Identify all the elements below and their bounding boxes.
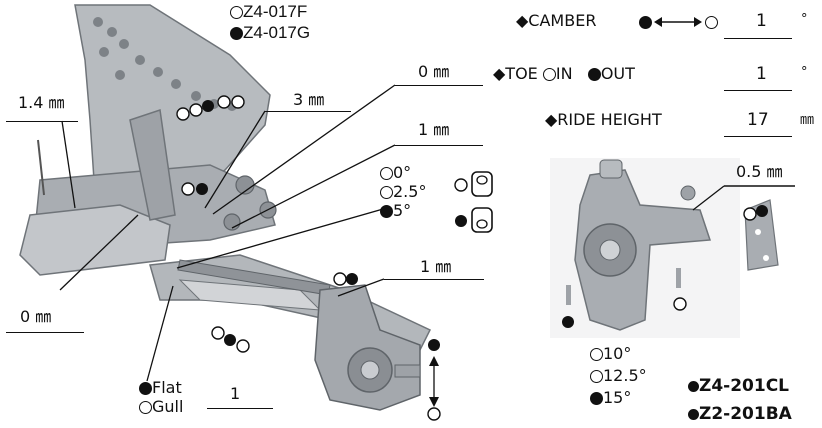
camber-arrow-left-icon bbox=[654, 17, 662, 27]
part-z4-201cl: Z4-201CL bbox=[688, 378, 789, 395]
lower-arm-0mm: 0 ㎜ bbox=[20, 307, 52, 326]
toe-row: ◆TOE IN OUT bbox=[493, 64, 635, 83]
camber-filled-dot-icon bbox=[639, 16, 652, 29]
camber-unit: ° bbox=[801, 12, 808, 27]
camber-value: 1 bbox=[756, 11, 767, 31]
angle-option-25: 2.5° bbox=[380, 184, 426, 200]
part-z2-201ba: Z2-201BA bbox=[688, 406, 792, 423]
part-option-g: Z4-017G bbox=[230, 24, 310, 41]
washer-icons bbox=[454, 171, 493, 233]
shock-spacer-underline bbox=[6, 121, 78, 122]
camber-open-dot-icon bbox=[705, 16, 718, 29]
assembly-option-dots bbox=[176, 95, 441, 421]
camber-label: ◆CAMBER bbox=[516, 11, 597, 30]
caster-option-10: 10° bbox=[590, 346, 631, 362]
part-f-label: Z4-017F bbox=[243, 2, 308, 21]
leader-lines bbox=[59, 84, 435, 403]
arm-type-flat: Flat bbox=[139, 380, 182, 396]
ride-arrow-up-icon bbox=[429, 356, 439, 366]
steering-knuckle-shape bbox=[574, 169, 712, 331]
arm-type-gull: Gull bbox=[139, 399, 183, 415]
ride-height-label: ◆RIDE HEIGHT bbox=[545, 110, 662, 129]
upper-link-0mm: 0 ㎜ bbox=[418, 62, 450, 81]
part-option-f: Z4-017F bbox=[230, 3, 307, 20]
caster-option-15: 15° bbox=[590, 390, 631, 406]
angle-option-5: 5° bbox=[380, 203, 411, 219]
filled-dot-icon bbox=[230, 27, 243, 41]
ride-height-value: 17 bbox=[747, 110, 769, 130]
ball-cups-shape bbox=[223, 175, 277, 231]
shock-absorber-shape bbox=[129, 109, 176, 221]
toe-value: 1 bbox=[756, 64, 767, 84]
ride-arrow-down-icon bbox=[429, 397, 439, 407]
toe-unit: ° bbox=[801, 65, 808, 80]
gull-value: 1 bbox=[230, 384, 241, 403]
caster-option-125: 12.5° bbox=[590, 368, 647, 384]
front-bumper-shape bbox=[19, 204, 171, 276]
upper-link-1mm: 1 ㎜ bbox=[418, 120, 450, 139]
upper-link-3mm: 3 ㎜ bbox=[293, 90, 325, 109]
camber-arrow-right-icon bbox=[694, 17, 702, 27]
part-g-label: Z4-017G bbox=[243, 23, 311, 42]
angle-option-0: 0° bbox=[380, 165, 411, 181]
shock-tower-holes bbox=[93, 17, 237, 111]
ride-height-unit: ㎜ bbox=[800, 112, 814, 128]
spacer-value: 0.5 ㎜ bbox=[736, 162, 783, 181]
lower-arm-1mm: 1 ㎜ bbox=[420, 257, 452, 276]
open-dot-icon bbox=[230, 6, 243, 20]
shock-spacer-value: 1.4 ㎜ bbox=[18, 93, 65, 112]
